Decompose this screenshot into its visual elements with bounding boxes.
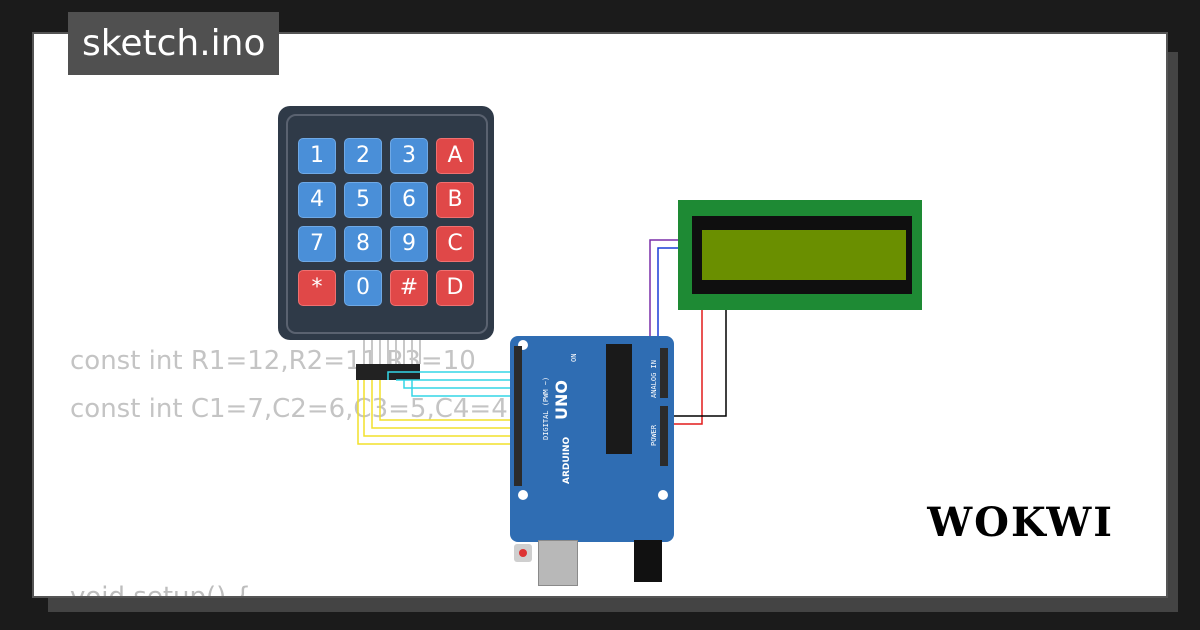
key-d[interactable]: D [436,270,474,306]
power-jack [634,540,662,582]
key-0[interactable]: 0 [344,270,382,306]
wokwi-logo: WOKWI [927,499,1114,546]
mount-hole [518,490,528,500]
analog-header[interactable] [660,348,668,398]
lcd-1602-i2c[interactable] [678,200,922,310]
on-label: ON [570,353,578,362]
reset-button[interactable] [514,544,532,562]
key-5[interactable]: 5 [344,182,382,218]
key-7[interactable]: 7 [298,226,336,262]
wire-blue [657,247,684,344]
sketch-title: sketch.ino [68,12,280,75]
key-6[interactable]: 6 [390,182,428,218]
keypad-connector [363,340,421,364]
key-4[interactable]: 4 [298,182,336,218]
key-star[interactable]: * [298,270,336,306]
analog-label: ANALOG IN [650,360,658,398]
key-8[interactable]: 8 [344,226,382,262]
power-header[interactable] [660,406,668,466]
lcd-screen [702,230,906,280]
usb-port [538,540,578,586]
diagram-canvas[interactable]: const int R1=12,R2=11,R3=10 const int C1… [32,32,1168,598]
key-b[interactable]: B [436,182,474,218]
wire-purple [649,239,684,344]
code-line-3: void setup() { [70,582,252,598]
arduino-uno-board[interactable]: UNO ARDUINO DIGITAL (PWM ~) ANALOG IN PO… [510,336,674,586]
key-3[interactable]: 3 [390,138,428,174]
key-c[interactable]: C [436,226,474,262]
keypad-border [286,114,488,334]
digital-label: DIGITAL (PWM ~) [542,376,550,440]
code-line-2: const int C1=7,C2=6,C3=5,C4=4 [70,394,508,424]
mount-hole [658,490,668,500]
wiring-layer [356,225,727,445]
key-hash[interactable]: # [390,270,428,306]
key-a[interactable]: A [436,138,474,174]
brand-label: ARDUINO [562,436,572,484]
key-2[interactable]: 2 [344,138,382,174]
uno-label: UNO [552,380,571,420]
mount-hole [518,340,528,350]
row-wires [387,371,518,397]
membrane-keypad[interactable]: 1 2 3 A 4 5 6 B 7 8 9 C * 0 # D [278,106,494,340]
digital-header[interactable] [514,346,522,486]
atmega-chip [606,344,632,454]
key-1[interactable]: 1 [298,138,336,174]
key-9[interactable]: 9 [390,226,428,262]
column-wires [357,380,518,445]
power-label: POWER [650,424,658,446]
